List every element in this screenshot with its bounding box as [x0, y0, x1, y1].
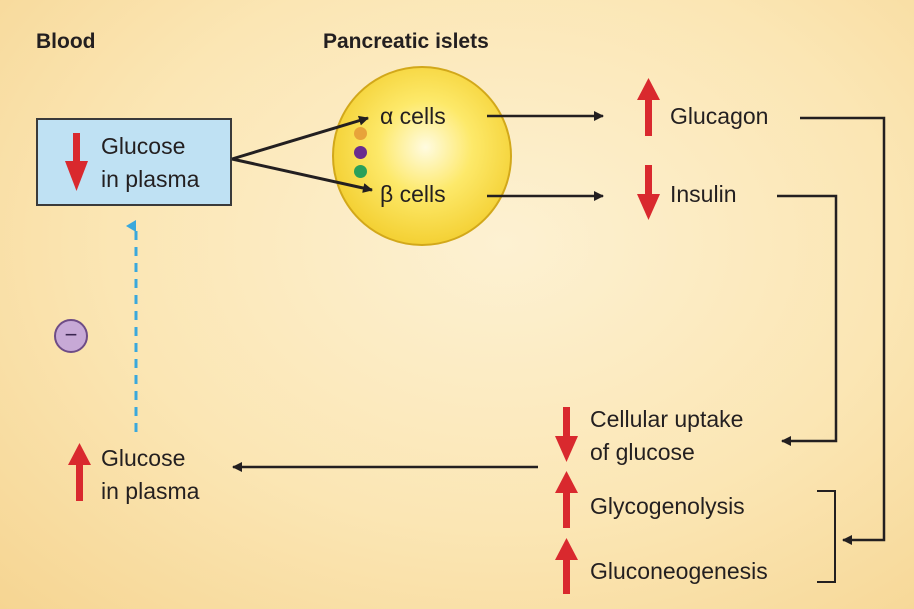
- connector-glucagon-to-bracket: [800, 116, 886, 545]
- cellular-uptake-line2: of glucose: [590, 439, 695, 465]
- pancreatic-islet-circle: [332, 66, 512, 246]
- red-up-arrow-icon: [555, 471, 578, 528]
- red-up-arrow-icon: [637, 78, 660, 136]
- arrow-box-to-beta: [231, 157, 373, 193]
- high-glucose-label-line2: in plasma: [101, 478, 200, 504]
- low-glucose-label-line1: Glucose: [101, 133, 186, 159]
- blood-heading: Blood: [36, 30, 96, 53]
- orange-cell-dot: [354, 127, 367, 140]
- red-down-arrow-icon: [65, 133, 88, 191]
- red-down-arrow-icon: [637, 165, 660, 220]
- high-glucose-label-line1: Glucose: [101, 445, 186, 471]
- gluconeogenesis-label: Gluconeogenesis: [590, 558, 768, 584]
- alpha-cells-label: α cells: [380, 103, 446, 129]
- pancreatic-islets-heading: Pancreatic islets: [323, 30, 489, 53]
- purple-cell-dot: [354, 146, 367, 159]
- bracket: [817, 490, 836, 583]
- minus-circle-icon: −: [54, 319, 88, 353]
- beta-cells-label: β cells: [380, 181, 446, 207]
- glucagon-label: Glucagon: [670, 103, 769, 129]
- insulin-label: Insulin: [670, 181, 737, 207]
- arrow-box-to-alpha: [231, 115, 369, 161]
- green-cell-dot: [354, 165, 367, 178]
- red-up-arrow-icon: [555, 538, 578, 594]
- low-glucose-label-line2: in plasma: [101, 166, 200, 192]
- red-down-arrow-icon: [555, 407, 578, 462]
- connector-insulin-to-uptake: [777, 194, 838, 446]
- cellular-uptake-line1: Cellular uptake: [590, 406, 744, 432]
- red-up-arrow-icon: [68, 443, 91, 501]
- glycogenolysis-label: Glycogenolysis: [590, 493, 745, 519]
